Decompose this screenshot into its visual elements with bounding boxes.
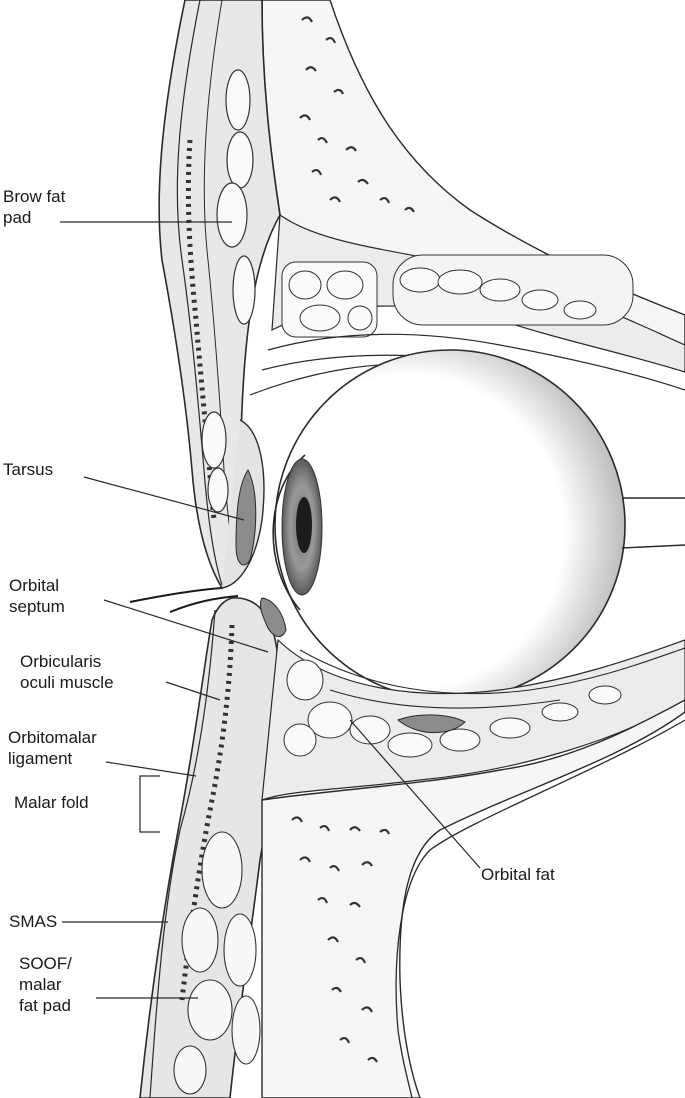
label-orbital-fat: Orbital fat (481, 865, 555, 884)
soof-fat-lobules (173, 831, 261, 1095)
lower-lid-tarsus (259, 597, 287, 637)
orbital-floor (261, 638, 685, 801)
label-malar-fold: Malar fold (14, 793, 89, 812)
brow-muscle-line (203, 0, 239, 581)
leader-orbitomalar (105, 761, 197, 777)
lower-dashed-muscle (179, 624, 235, 1001)
floor-lines (299, 647, 685, 709)
orbital-fat-lobules (283, 659, 622, 758)
leader-tarsus (83, 476, 245, 521)
facial-surface-outline (395, 719, 685, 1098)
maxillary-bone (261, 699, 685, 1098)
brow-fat-lobules (201, 69, 256, 513)
leader-orbital-septum (103, 599, 269, 653)
label-smas: SMAS (9, 912, 58, 931)
malar-fold-bracket (139, 775, 160, 833)
brow-skin-line (176, 0, 223, 586)
label-tarsus: Tarsus (3, 460, 54, 479)
maxillary-bone-texture (291, 816, 391, 1063)
optic-nerve (621, 497, 685, 549)
leader-lines (60, 221, 481, 999)
lower-skin-line (149, 609, 216, 1098)
leader-orbicularis (165, 681, 221, 701)
frontal-bone-texture (299, 16, 415, 213)
tarsus-plate (235, 469, 257, 566)
roof-fat-lobules (281, 254, 634, 338)
leader-orbital-fat (349, 719, 481, 869)
eyelashes (129, 587, 239, 613)
pupil (296, 497, 312, 553)
eyeball (274, 349, 626, 701)
inferior-rectus (397, 714, 466, 734)
